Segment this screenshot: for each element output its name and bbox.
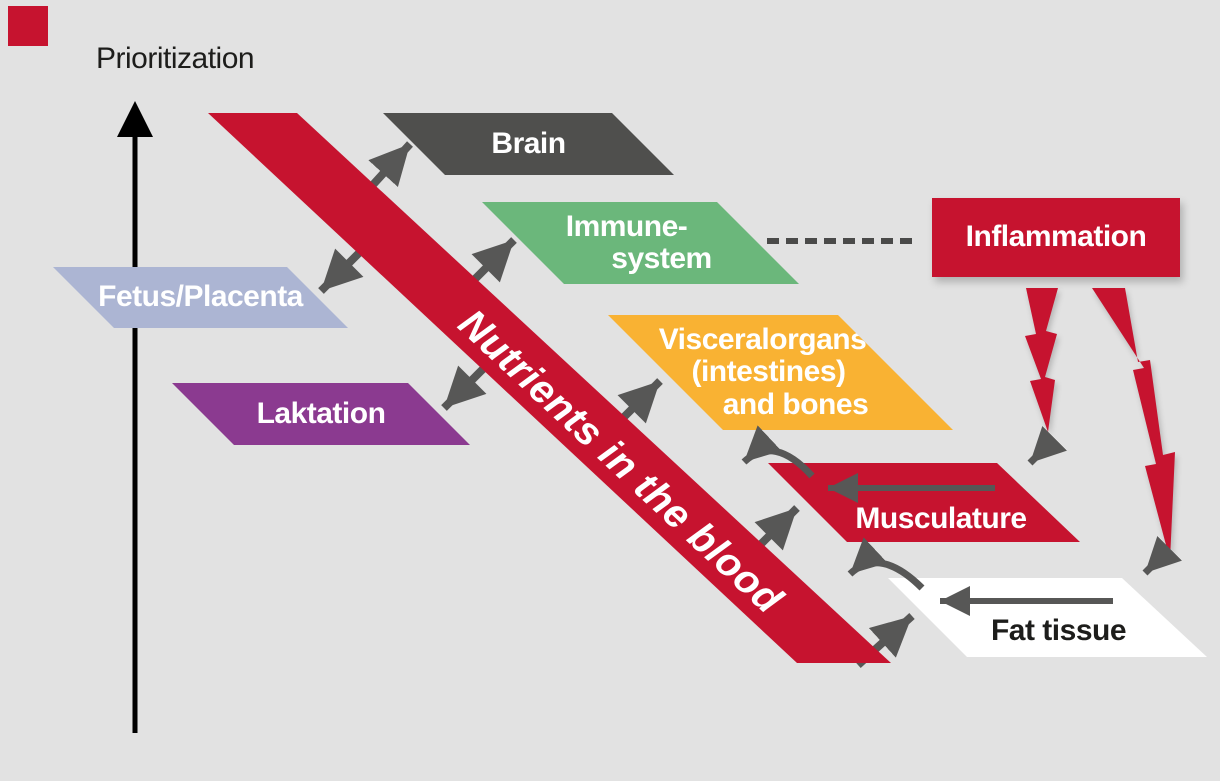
shape-brain: Brain xyxy=(383,113,674,175)
lightning-arrowhead-musculature xyxy=(1027,425,1068,466)
shape-musculature: Musculature xyxy=(768,463,1080,542)
lightning-bolt-to-fat xyxy=(1092,288,1175,560)
corner-mark xyxy=(8,6,48,46)
immune-label-line2: system xyxy=(611,242,712,275)
musculature-label: Musculature xyxy=(855,502,1027,536)
visceral-label-line2: (intestines) xyxy=(691,355,846,389)
lightning-bolt-to-musculature xyxy=(1025,288,1058,432)
lightning-arrowhead-fat xyxy=(1142,535,1183,576)
brain-label: Brain xyxy=(491,126,566,160)
inflammation-label: Inflammation xyxy=(965,220,1147,254)
priority-axis-arrowhead xyxy=(117,101,153,137)
shape-laktation: Laktation xyxy=(172,383,470,445)
visceral-label-line3: and bones xyxy=(722,387,869,421)
page-title: Prioritization xyxy=(96,42,255,75)
laktation-label: Laktation xyxy=(256,396,386,430)
fat-tissue-label: Fat tissue xyxy=(990,614,1127,648)
shape-fetus-placenta: Fetus/Placenta xyxy=(53,267,348,328)
visceral-label-line1: Visceralorgans xyxy=(658,322,867,356)
shape-visceral-organs: Visceralorgans (intestines) and bones xyxy=(608,315,953,430)
immune-label-line1: Immune- xyxy=(565,209,688,243)
shape-immune-system: Immune- system xyxy=(482,202,799,284)
shape-inflammation: Inflammation xyxy=(932,198,1180,277)
fetus-placenta-label: Fetus/Placenta xyxy=(98,280,303,314)
shape-fat-tissue: Fat tissue xyxy=(888,578,1207,657)
